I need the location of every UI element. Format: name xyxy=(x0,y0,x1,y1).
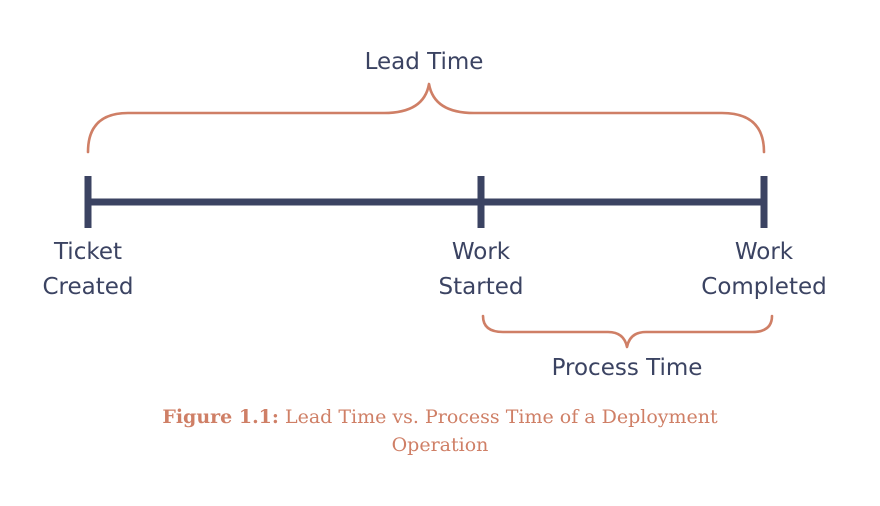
lead-time-diagram: Lead Time Ticket Created Work Started Wo… xyxy=(42,49,826,381)
point-work-completed-line2: Completed xyxy=(701,274,826,300)
point-work-completed-line1: Work xyxy=(735,239,794,265)
figure-caption: Figure 1.1: Lead Time vs. Process Time o… xyxy=(0,403,880,459)
caption-line-1: Figure 1.1: Lead Time vs. Process Time o… xyxy=(0,403,880,431)
lead-time-label: Lead Time xyxy=(365,49,484,75)
process-time-brace xyxy=(481,314,774,349)
figure-number: Figure 1.1: xyxy=(162,406,279,428)
lead-time-brace xyxy=(86,82,766,154)
process-time-label: Process Time xyxy=(552,355,703,381)
point-ticket-created-line1: Ticket xyxy=(53,239,122,265)
point-ticket-created-line2: Created xyxy=(42,274,133,300)
caption-text: Lead Time vs. Process Time of a Deployme… xyxy=(284,406,718,428)
point-work-started-line1: Work xyxy=(452,239,511,265)
point-work-started-line2: Started xyxy=(439,274,524,300)
caption-line-2: Operation xyxy=(391,434,489,456)
